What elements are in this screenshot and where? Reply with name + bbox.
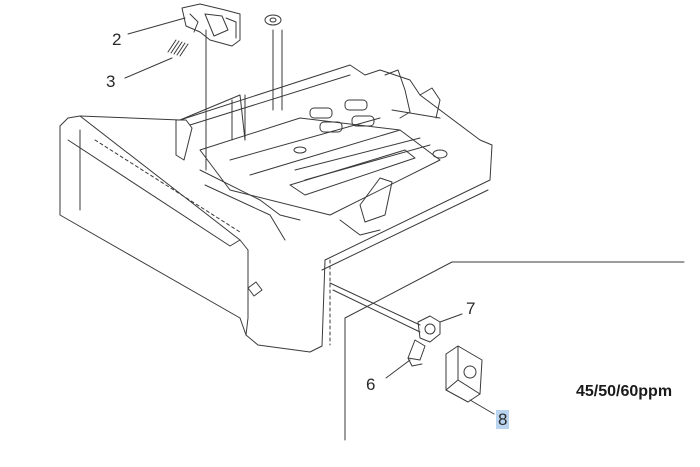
callout-8: 8	[496, 410, 510, 429]
leader-line-7	[439, 313, 463, 323]
feed-assembly-part	[181, 3, 241, 47]
leader-line-2	[127, 17, 186, 35]
paper-tray-body	[59, 64, 493, 353]
washer-part	[264, 14, 282, 26]
leader-line-6	[385, 359, 411, 379]
callout-6: 6	[366, 375, 376, 394]
callout-2: 2	[112, 30, 122, 49]
callout-7: 7	[466, 299, 476, 318]
leader-line-3	[124, 57, 173, 79]
speed-label: 45/50/60ppm	[576, 383, 673, 400]
leader-line-8	[469, 399, 495, 415]
pivot-bracket-part-7	[407, 315, 441, 367]
callout-3: 3	[106, 72, 116, 91]
cover-plate-part-8	[445, 345, 483, 403]
spring-part	[167, 39, 189, 57]
